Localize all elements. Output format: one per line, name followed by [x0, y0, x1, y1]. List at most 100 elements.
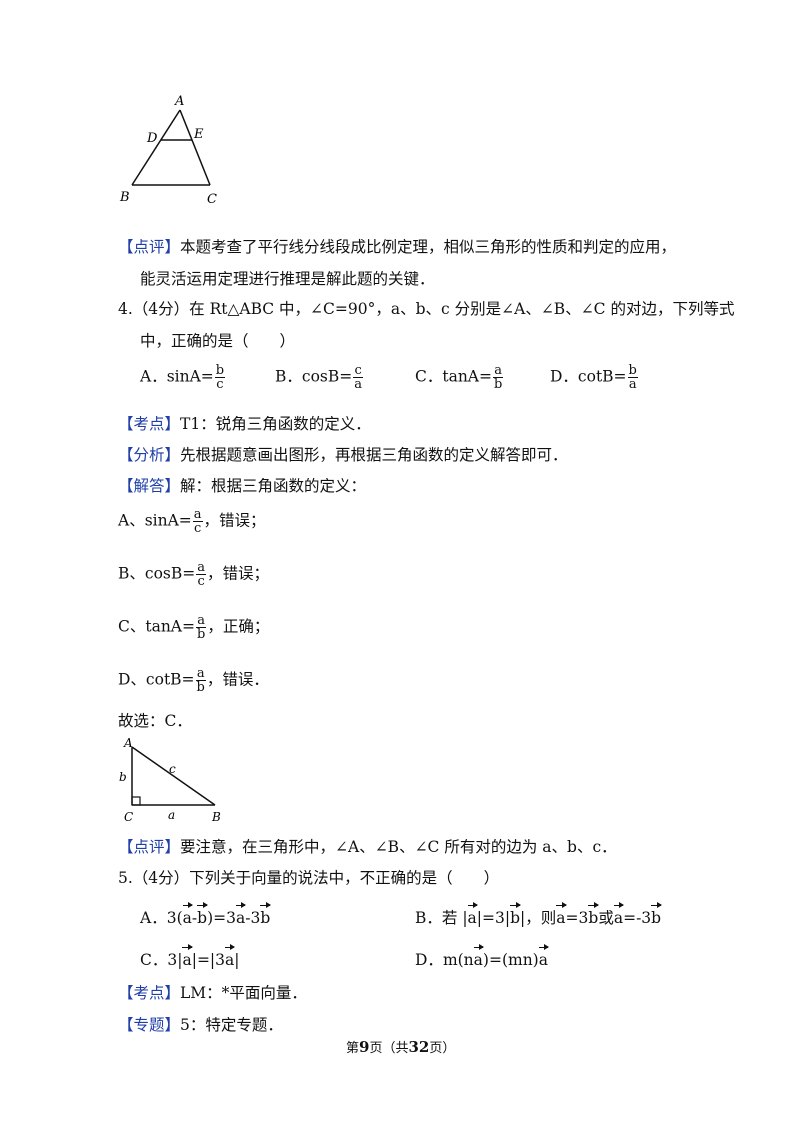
q5-option-a: A．3(a-b)=3a-3b [140, 902, 272, 928]
expr: 3( [166, 909, 183, 927]
denominator: a [628, 377, 637, 392]
vector-a: a [473, 944, 485, 969]
kaodian-text: T1：锐角三角函数的定义． [180, 415, 371, 433]
label-b: B [119, 190, 130, 205]
page-number: 9 [359, 1038, 370, 1056]
label-a-side: a [168, 808, 175, 822]
figure-triangle-de-parallel-bc: A D E B C [119, 94, 217, 207]
denominator: a [354, 377, 363, 392]
option-label: A． [140, 909, 167, 927]
answer-verdict: ，正确； [207, 617, 270, 636]
expr: - [191, 909, 198, 927]
label-d: D [146, 131, 158, 146]
comment-1-line-1: 【点评】本题考查了平行线分线段成比例定理，相似三角形的性质和判定的应用， [118, 235, 676, 257]
label-c: C [207, 192, 217, 207]
zhuanti-tag: 【专题】 [118, 1016, 181, 1034]
denominator: c [197, 574, 205, 589]
vector-b: b [260, 902, 272, 927]
q5-stem-text: 5.（4分）下列关于向量的说法中，不正确的是（ ） [118, 869, 500, 887]
vector-a: a [182, 902, 194, 927]
numerator: a [493, 363, 504, 378]
denominator: c [194, 521, 202, 536]
footer-pre: 第 [346, 1041, 360, 1056]
vector-a: a [556, 902, 567, 927]
page-footer: 第9页（共32页） [346, 1037, 455, 1056]
option-label: C． [140, 951, 168, 969]
right-angle-mark [131, 796, 141, 806]
fenxi-tag: 【分析】 [118, 446, 181, 464]
expr: )=(mn) [482, 951, 539, 969]
vector-a: a [182, 944, 194, 969]
numerator: c [353, 363, 363, 378]
numerator: a [196, 613, 207, 628]
answer-prefix: A、sinA= [118, 511, 192, 530]
label-a-vertex: A [123, 736, 133, 750]
expr: 3| [167, 951, 183, 969]
label-e: E [193, 127, 204, 142]
vector-a: a [613, 902, 625, 927]
numerator: a [195, 666, 206, 681]
answer-verdict: ，错误． [206, 670, 269, 689]
vector-a: a [235, 902, 247, 927]
q4-stem-line-2: 中，正确的是（ ） [140, 329, 295, 351]
answer-prefix: D、cotB= [118, 670, 195, 689]
denominator: c [216, 377, 224, 392]
denominator: b [494, 377, 503, 392]
answer-prefix: C、tanA= [118, 617, 195, 636]
side-ab [131, 109, 181, 186]
expr: |，则 [520, 909, 557, 927]
numerator: a [196, 560, 207, 575]
expr: 或 [598, 909, 614, 927]
vector-a: a [467, 902, 479, 927]
zhuanti-text: 5：特定专题． [180, 1016, 283, 1034]
comment-tag: 【点评】 [118, 238, 181, 256]
expr: |=|3 [191, 951, 226, 969]
option-label: B．若 | [415, 909, 468, 927]
expr: | [234, 951, 240, 969]
option-prefix: D．cotB= [550, 367, 627, 386]
vector-a: a [538, 944, 550, 969]
vector-b: b [197, 902, 208, 927]
q5-stem: 5.（4分）下列关于向量的说法中，不正确的是（ ） [118, 866, 499, 888]
q4-comment: 【点评】要注意，在三角形中，∠A、∠B、∠C 所有对的边为 a、b、c． [118, 835, 617, 857]
q4-stem-line-1: 4.（4分）在 Rt△ABC 中，∠C=90°，a、b、c 分别是∠A、∠B、∠… [118, 297, 734, 319]
expr: -3 [245, 909, 261, 927]
q5-option-c: C．3|a|=|3a| [140, 944, 240, 970]
vector-a: a [225, 944, 236, 969]
kaodian-text: LM：*平面向量． [180, 984, 307, 1002]
q5-kaodian: 【考点】LM：*平面向量． [118, 981, 307, 1003]
q4-stem: 中，正确的是（ ） [140, 332, 296, 350]
jieda-text: 解：根据三角函数的定义： [180, 477, 367, 495]
q4-stem: 4.（4分）在 Rt△ABC 中，∠C=90°，a、b、c 分别是∠A、∠B、∠… [118, 300, 735, 318]
option-label: D． [415, 951, 443, 969]
option-prefix: C．tanA= [415, 367, 492, 386]
numerator: a [192, 507, 203, 522]
answer-verdict: ，错误； [203, 511, 266, 530]
choice-text: 故选：C． [118, 712, 192, 730]
comment-text: 要注意，在三角形中，∠A、∠B、∠C 所有对的边为 a、b、c． [180, 838, 617, 856]
q4-fenxi: 【分析】先根据题意画出图形，再根据三角函数的定义解答即可． [118, 443, 568, 465]
comment-text: 本题考查了平行线分线段成比例定理，相似三角形的性质和判定的应用， [180, 238, 677, 256]
footer-mid: 页（共 [369, 1041, 409, 1056]
comment-tag: 【点评】 [118, 838, 181, 856]
label-c-side: c [169, 762, 176, 776]
side-c [131, 746, 216, 806]
expr: m(n [442, 951, 474, 969]
label-c-vertex: C [124, 810, 133, 824]
q4-jieda: 【解答】解：根据三角函数的定义： [118, 474, 366, 496]
expr: )=3 [207, 909, 236, 927]
